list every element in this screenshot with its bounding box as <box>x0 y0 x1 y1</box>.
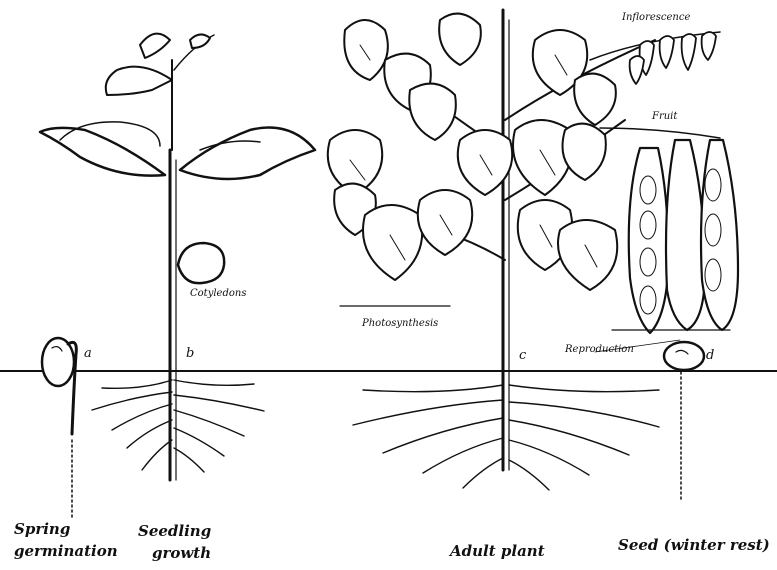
inflorescence-label: Inflorescence <box>622 12 690 23</box>
marker-c: c <box>519 348 526 363</box>
stage-spring-germination: Spring germination <box>14 518 134 562</box>
stage-seedling-growth: Seedling growth <box>138 520 238 564</box>
stage-spring-line1: Spring <box>14 518 134 540</box>
reproduction-label: Reproduction <box>565 344 634 355</box>
photosynthesis-label: Photosynthesis <box>362 318 438 329</box>
marker-b: b <box>186 346 194 361</box>
stage-adult-plant: Adult plant <box>450 542 545 560</box>
marker-a: a <box>84 346 92 361</box>
resting-seed-d <box>664 342 704 500</box>
fruit-label: Fruit <box>652 111 677 122</box>
germinating-seed-a <box>42 338 76 520</box>
stage-seedling-line1: Seedling <box>138 520 238 542</box>
stage-seed-winter-rest: Seed (winter rest) <box>618 536 770 554</box>
stage-seedling-line2: growth <box>138 542 238 564</box>
cotyledons-label: Cotyledons <box>190 288 246 299</box>
adult-plant-c <box>328 10 738 490</box>
seedling-b <box>40 34 315 480</box>
stage-spring-line2: germination <box>14 540 134 562</box>
marker-d: d <box>706 348 714 363</box>
